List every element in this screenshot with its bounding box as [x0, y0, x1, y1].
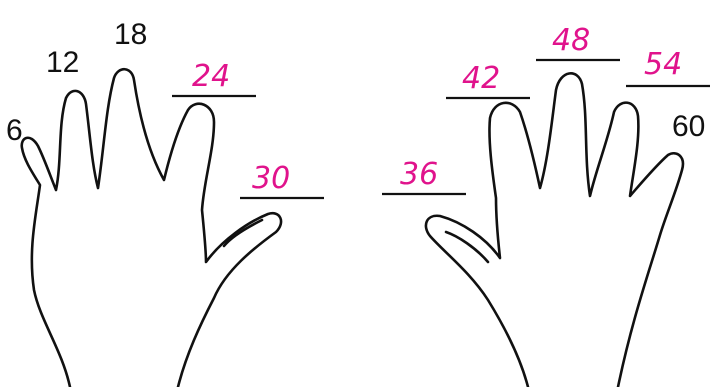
left-count-12: 12 [46, 46, 79, 79]
right-hand-outline [426, 73, 683, 387]
right-count-60: 60 [672, 110, 705, 143]
left-count-6: 6 [6, 114, 23, 147]
right-answer-48: 48 [552, 23, 590, 58]
left-count-18: 18 [114, 18, 147, 51]
left-hand-outline [22, 69, 281, 387]
left-hand-thumb-inner [224, 220, 262, 246]
left-answer-24: 24 [192, 59, 230, 94]
left-hand [22, 69, 281, 387]
right-hand [426, 73, 683, 387]
right-answer-54: 54 [644, 47, 682, 82]
left-answer-30: 30 [252, 161, 290, 196]
right-answer-36: 36 [400, 157, 438, 192]
right-answer-42: 42 [462, 61, 500, 96]
